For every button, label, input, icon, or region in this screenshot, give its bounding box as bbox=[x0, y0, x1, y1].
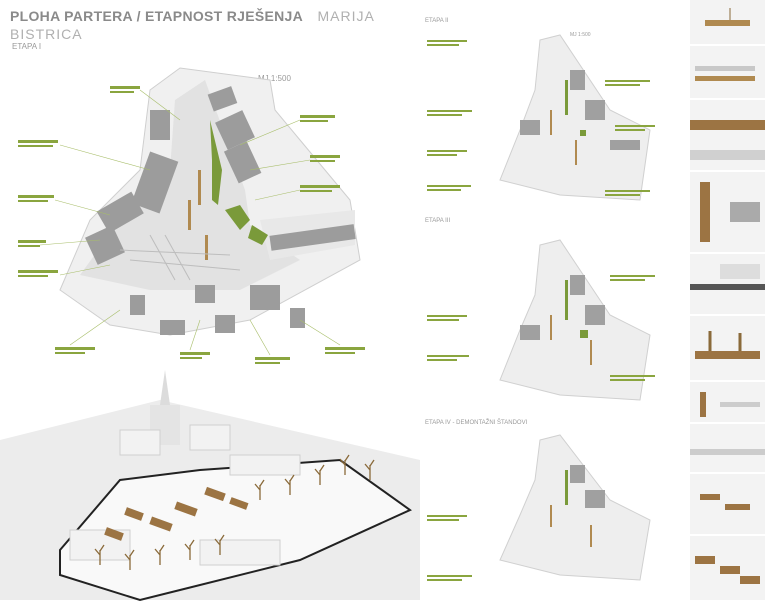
render-thumb-4 bbox=[690, 172, 765, 254]
stage-label-2: ETAPA II bbox=[425, 18, 449, 24]
benches-2 bbox=[550, 110, 577, 165]
site-plan-main bbox=[18, 67, 365, 364]
church-spire bbox=[160, 370, 170, 405]
annotations-right bbox=[427, 40, 655, 581]
green-strips-2 bbox=[565, 80, 586, 136]
render-thumb-8 bbox=[690, 424, 765, 474]
plaza-area bbox=[80, 80, 300, 290]
benches-4 bbox=[550, 505, 592, 547]
render-thumb-10 bbox=[690, 536, 765, 602]
axonometric-model bbox=[0, 370, 420, 602]
buildings-4 bbox=[570, 465, 605, 508]
benches-3 bbox=[550, 315, 592, 365]
model-trees bbox=[94, 454, 375, 570]
poster-title: PLOHA PARTERA / ETAPNOST RJEŠENJA MARIJA… bbox=[10, 8, 410, 42]
title-place: MARIJA BISTRICA bbox=[10, 8, 375, 42]
buildings-main bbox=[85, 86, 356, 335]
annotation-text-main bbox=[18, 86, 365, 364]
stage-label-3: ETAPA III bbox=[425, 218, 451, 224]
title-main: PLOHA PARTERA / ETAPNOST RJEŠENJA bbox=[10, 8, 304, 24]
stage-label-4: ETAPA IV - DEMONTAŽNI ŠTANDOVI bbox=[425, 420, 528, 426]
site-plan-stage-4 bbox=[499, 434, 651, 581]
render-thumb-2 bbox=[690, 46, 765, 100]
model-stands bbox=[104, 486, 249, 541]
stage-label-main: ETAPA I bbox=[12, 42, 42, 51]
render-thumb-3 bbox=[690, 100, 765, 172]
model-base bbox=[59, 458, 412, 602]
model-buildings bbox=[69, 424, 301, 566]
annotation-leaders-main bbox=[39, 89, 341, 356]
green-strips-3 bbox=[565, 280, 588, 338]
render-thumb-7 bbox=[690, 382, 765, 424]
green-strips-4 bbox=[565, 470, 568, 505]
parking-lines-main bbox=[119, 234, 241, 281]
scale-label-2: MJ 1:500 bbox=[570, 32, 591, 38]
site-plan-stage-2 bbox=[499, 34, 651, 201]
scale-label-main: MJ 1:500 bbox=[258, 74, 291, 83]
render-thumb-1 bbox=[690, 0, 765, 46]
render-thumb-6 bbox=[690, 316, 765, 382]
buildings-3 bbox=[520, 275, 605, 340]
buildings-2 bbox=[520, 70, 640, 150]
green-strips-main bbox=[210, 120, 268, 245]
render-thumb-5 bbox=[690, 254, 765, 316]
benches-main bbox=[188, 170, 208, 260]
render-thumb-9 bbox=[690, 474, 765, 536]
site-plan-stage-3 bbox=[499, 239, 651, 401]
